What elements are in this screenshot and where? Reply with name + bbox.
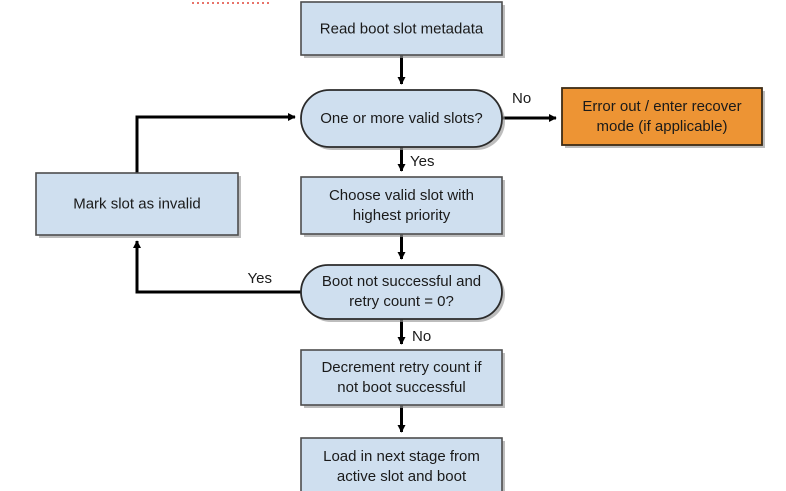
node-choose-valid-slot-highest-priority[interactable]: Choose valid slot with highest priority xyxy=(300,176,505,237)
node-label-boot-check-line1: Boot not successful and xyxy=(322,273,481,290)
node-load-next-stage-active-slot[interactable]: Load in next stage from active slot and … xyxy=(300,437,505,491)
node-label-decrement-line1: Decrement retry count if xyxy=(321,359,482,376)
edge-label-yes-retry-exhausted: Yes xyxy=(248,270,272,287)
node-label-error-out-line2: mode (if applicable) xyxy=(597,118,728,135)
node-label-one-or-more-valid-slots: One or more valid slots? xyxy=(320,110,483,127)
node-label-load-stage-line1: Load in next stage from xyxy=(323,448,480,465)
node-one-or-more-valid-slots[interactable]: One or more valid slots? xyxy=(300,89,505,150)
node-boot-not-successful-retry-zero[interactable]: Boot not successful and retry count = 0? xyxy=(300,264,505,322)
edge-mark-invalid-to-valid-slots xyxy=(135,112,296,173)
node-label-choose-valid-slot-line2: highest priority xyxy=(353,207,451,224)
node-label-read-boot-slot-metadata: Read boot slot metadata xyxy=(320,20,484,37)
node-mark-slot-as-invalid[interactable]: Mark slot as invalid xyxy=(35,172,241,238)
node-read-boot-slot-metadata[interactable]: Read boot slot metadata xyxy=(300,1,505,58)
node-label-mark-slot-as-invalid: Mark slot as invalid xyxy=(73,195,201,212)
node-label-boot-check-line2: retry count = 0? xyxy=(349,293,454,310)
edge-label-no-valid-slots: No xyxy=(512,90,531,107)
edge-label-no-retry-remaining: No xyxy=(412,328,431,345)
edge-boot-check-yes-to-mark-invalid xyxy=(132,240,301,294)
node-error-out-enter-recover-mode[interactable]: Error out / enter recover mode (if appli… xyxy=(561,87,765,148)
node-label-choose-valid-slot-line1: Choose valid slot with xyxy=(329,187,474,204)
node-label-decrement-line2: not boot successful xyxy=(337,379,465,396)
edge-label-yes-valid-slots: Yes xyxy=(410,153,434,170)
node-decrement-retry-count[interactable]: Decrement retry count if not boot succes… xyxy=(300,349,505,408)
node-label-error-out-line1: Error out / enter recover xyxy=(582,98,741,115)
node-label-load-stage-line2: active slot and boot xyxy=(337,468,467,485)
